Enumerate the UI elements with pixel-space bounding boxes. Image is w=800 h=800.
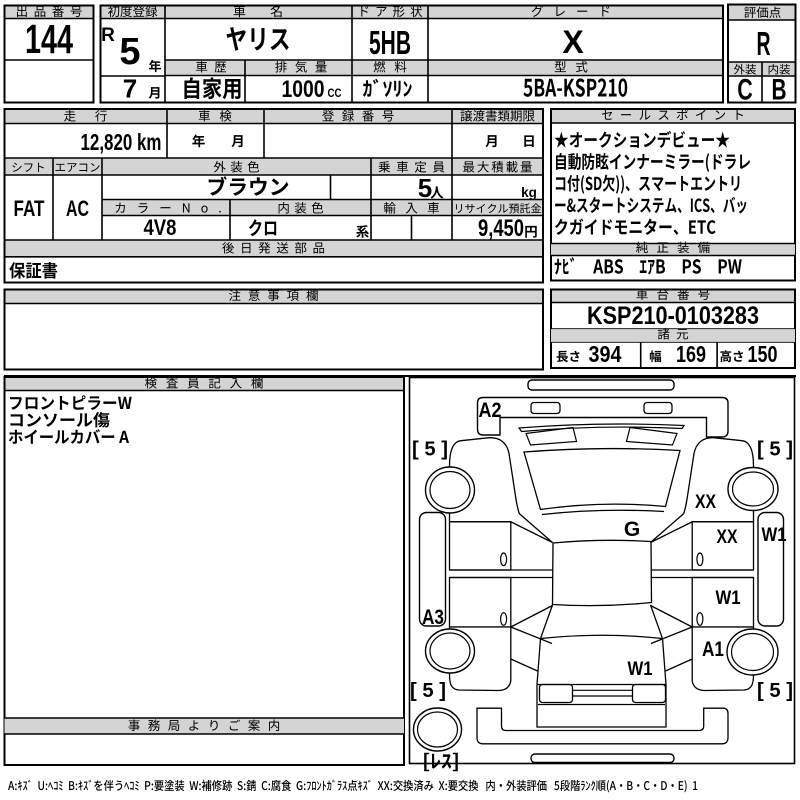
svg-text:KSP210-0103283: KSP210-0103283: [587, 302, 759, 330]
svg-text:W1: W1: [628, 659, 653, 680]
svg-text:144: 144: [25, 16, 73, 62]
svg-text:5: 5: [418, 173, 432, 203]
svg-text:R: R: [101, 25, 115, 46]
svg-text:[ 5 ]: [ 5 ]: [757, 439, 793, 461]
svg-text:FAT: FAT: [14, 196, 45, 221]
svg-text:CC: CC: [328, 88, 342, 100]
svg-text:W1: W1: [716, 588, 741, 609]
svg-text:AC: AC: [66, 196, 89, 221]
svg-text:1000: 1000: [282, 76, 325, 103]
svg-text:B: B: [772, 74, 787, 107]
svg-text:kg: kg: [521, 185, 537, 200]
svg-text:[ 5 ]: [ 5 ]: [410, 680, 446, 702]
svg-text:7: 7: [123, 74, 137, 104]
svg-text:XX: XX: [695, 492, 716, 513]
svg-text:5HB: 5HB: [369, 24, 411, 61]
svg-text:C: C: [737, 74, 753, 107]
svg-text:A2: A2: [479, 399, 502, 422]
svg-text:4V8: 4V8: [144, 215, 177, 240]
svg-text:XX: XX: [717, 527, 738, 548]
svg-text:X: X: [562, 24, 584, 60]
svg-text:R: R: [757, 25, 771, 62]
svg-text:A3: A3: [422, 606, 444, 629]
svg-text:394: 394: [589, 341, 622, 367]
svg-text:12,820 km: 12,820 km: [81, 129, 162, 155]
svg-text:[ 5 ]: [ 5 ]: [757, 680, 793, 702]
svg-text:W1: W1: [762, 525, 787, 546]
svg-text:9,450: 9,450: [478, 215, 524, 242]
svg-text:[ 5 ]: [ 5 ]: [412, 439, 448, 461]
svg-text:A1: A1: [702, 638, 724, 661]
svg-text:5: 5: [119, 31, 140, 73]
svg-text:G: G: [624, 518, 640, 541]
svg-text:150: 150: [748, 341, 778, 367]
svg-text:169: 169: [676, 341, 706, 367]
